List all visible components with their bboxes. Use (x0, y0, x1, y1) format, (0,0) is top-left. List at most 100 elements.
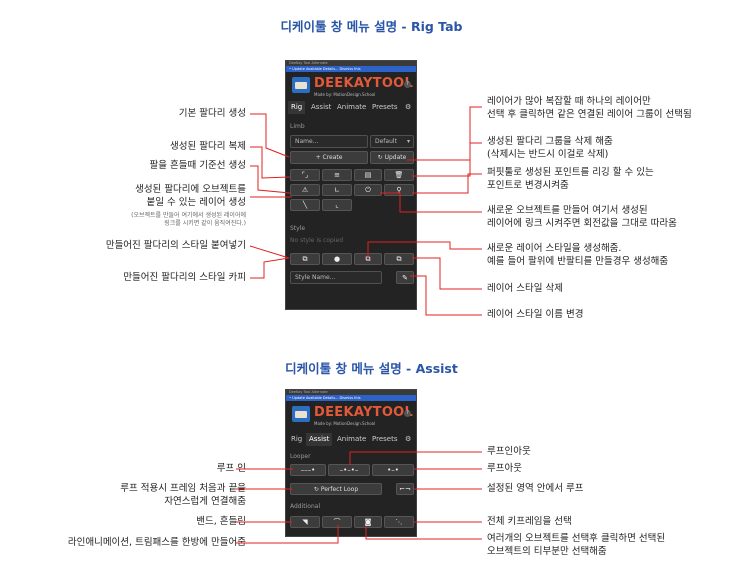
brand-name: DEEKAYTOOL (314, 76, 414, 91)
perfect-loop-label: Perfect Loop (320, 485, 359, 493)
no-style-text: No style is copied (290, 237, 344, 244)
edit-icon: ✎ (402, 273, 408, 282)
label-delete-2: (삭제시는 반드시 이걸로 삭제) (487, 149, 609, 160)
leader-copy-style (250, 257, 290, 279)
power-icon: ⏻ (365, 185, 371, 194)
label-loop-in: 루프 인 (216, 463, 246, 474)
assist-panel: DeeKay Tool Alternate • Update Available… (285, 389, 417, 537)
preset-select[interactable]: Default ▾ (370, 135, 414, 148)
loop-in-button[interactable]: –––• (290, 464, 326, 476)
label-loop-inout: 루프인아웃 (487, 446, 531, 457)
tab-animate[interactable]: Animate (337, 435, 367, 443)
multi-select-button[interactable]: ◙ (354, 516, 382, 528)
panel-top-bar: DeeKay Tool Alternate (286, 61, 416, 66)
update-info-bar[interactable]: • Update Available Details... Dismiss th… (286, 66, 416, 72)
brackets-icon: ⌜⌟ (301, 171, 309, 179)
gear-icon[interactable]: ⚙ (405, 103, 412, 111)
loop-inout-button[interactable]: –•–•– (328, 464, 370, 476)
label-pin-2: 포인트로 변경시켜줌 (487, 180, 569, 191)
label-perfect-2: 자연스럽게 연결해줌 (164, 496, 246, 507)
bend-button[interactable]: ◥ (290, 516, 320, 528)
duplicate-limb-button[interactable]: ⌜⌟ (290, 169, 320, 181)
rotate-follow-button[interactable]: ⏻ (354, 184, 382, 196)
label-rotate-1: 새로운 오브젝트를 만들어 여기서 생성된 (487, 205, 648, 216)
label-rotate-2: 레이어에 링크 시켜주면 회전값을 그대로 따라옴 (487, 218, 677, 229)
delete-style-button[interactable]: ⧉ (384, 253, 414, 265)
corner-icon: ∟ (334, 186, 340, 194)
style-name-input[interactable]: Style Name... (290, 271, 382, 284)
label-multi-2: 오브젝트의 티부분만 선택해줌 (487, 546, 607, 557)
tab-animate[interactable]: Animate (337, 103, 367, 111)
label-attach-2: 붙일 수 있는 레이어 생성 (146, 197, 246, 208)
attach-layer-button[interactable]: ⚠ (290, 184, 320, 196)
brand-subtitle: Made by: MotionDesign.School (314, 92, 376, 97)
perfect-loop-button[interactable]: ↻ Perfect Loop (290, 483, 382, 495)
warning-icon: ⚠ (301, 186, 309, 194)
range-icon: ⌐¬ (399, 485, 411, 493)
paste-style-button[interactable]: ⧉ (290, 253, 320, 265)
tab-rig[interactable]: Rig (288, 101, 306, 114)
lines-icon: ≡ (334, 171, 340, 179)
range-loop-button[interactable]: ⌐¬ (396, 483, 414, 495)
tab-presets[interactable]: Presets (372, 435, 398, 443)
label-new-style-1: 새로운 레이어 스타일을 생성해줌. (487, 243, 622, 254)
create-button-label: Create (322, 154, 343, 161)
layers-icon: ▤ (364, 171, 372, 179)
label-attach-note-1: (오브젝트를 만들어 여기에서 생성된 레이어에 (131, 212, 246, 219)
baseline-button[interactable]: ≡ (322, 169, 352, 181)
rig-panel: DeeKay Tool Alternate • Update Available… (285, 60, 417, 310)
leader-baseline (250, 165, 291, 194)
delete-group-button[interactable]: 🗑 (384, 169, 414, 181)
deekay-logo (292, 77, 310, 93)
help-button[interactable]: ? (404, 81, 411, 88)
new-style-icon: ⧉ (365, 254, 371, 263)
label-range-loop: 설정된 영역 안에서 루프 (487, 483, 584, 494)
label-copy-style: 만들어진 팔다리의 스타일 카피 (123, 272, 246, 283)
label-delete-1: 생성된 팔다리 그룹을 삭제 해줌 (487, 136, 613, 147)
loop-out-icon: •–• (387, 466, 399, 474)
brand-name: DEEKAYTOOL (314, 405, 414, 420)
name-input[interactable]: Name... (290, 135, 368, 148)
update-button[interactable]: ↻ Update (370, 151, 414, 164)
label-bend: 밴드, 흔들림 (196, 516, 246, 527)
tab-presets[interactable]: Presets (372, 103, 398, 111)
diagonal-icon: ╲ (302, 201, 308, 209)
select-group-button[interactable]: ▤ (354, 169, 382, 181)
joint-icon: ⌞ (335, 201, 339, 209)
leader-paste-style (249, 245, 290, 259)
trimpath-icon: ⌒ (333, 518, 341, 526)
loop-out-button[interactable]: •–• (372, 464, 414, 476)
tab-bar: Rig Assist Animate Presets ⚙ (286, 433, 416, 446)
leader-rename-style (410, 275, 482, 316)
diagonal-button[interactable]: ╲ (290, 199, 320, 211)
tab-bar: Rig Assist Animate Presets ⚙ (286, 101, 416, 114)
label-create-limb: 기본 팔다리 생성 (178, 108, 246, 119)
leader-delete (412, 142, 482, 177)
select-keys-button[interactable]: ⋱ (384, 516, 414, 528)
label-attach-1: 생성된 팔다리에 오브젝트를 (135, 184, 246, 195)
joint-button[interactable]: ⌞ (322, 199, 352, 211)
corner-button[interactable]: ∟ (322, 184, 352, 196)
paste-icon: ⧉ (302, 254, 308, 263)
label-rename-style: 레이어 스타일 이름 변경 (487, 309, 584, 320)
new-style-button[interactable]: ⧉ (354, 253, 382, 265)
gear-icon[interactable]: ⚙ (405, 435, 412, 443)
label-paste-style: 만들어진 팔다리의 스타일 붙여넣기 (105, 240, 246, 251)
update-info-bar[interactable]: • Update Available Details... Dismiss th… (286, 395, 416, 401)
update-button-label: Update (384, 154, 407, 161)
tab-assist[interactable]: Assist (306, 433, 333, 446)
pin-convert-button[interactable]: ⚲ (384, 184, 414, 196)
trimpath-button[interactable]: ⌒ (322, 516, 352, 528)
copy-style-button[interactable]: ● (322, 253, 352, 265)
tab-rig[interactable]: Rig (291, 435, 303, 443)
create-button[interactable]: + Create (290, 151, 368, 164)
label-update-1: 레이어가 많아 복잡할 때 하나의 레이어만 (487, 96, 651, 107)
leader-delete-style (412, 257, 482, 290)
help-button[interactable]: ? (404, 410, 411, 417)
tab-assist[interactable]: Assist (311, 103, 332, 111)
deekay-logo (292, 406, 310, 422)
remove-style-icon: ⧉ (396, 254, 402, 263)
label-pin-1: 퍼핏툴로 생성된 포인트를 리깅 할 수 있는 (487, 167, 654, 178)
label-perfect-1: 루프 적용시 프레임 처음과 끝을 (120, 483, 246, 494)
rename-style-button[interactable]: ✎ (396, 271, 414, 284)
